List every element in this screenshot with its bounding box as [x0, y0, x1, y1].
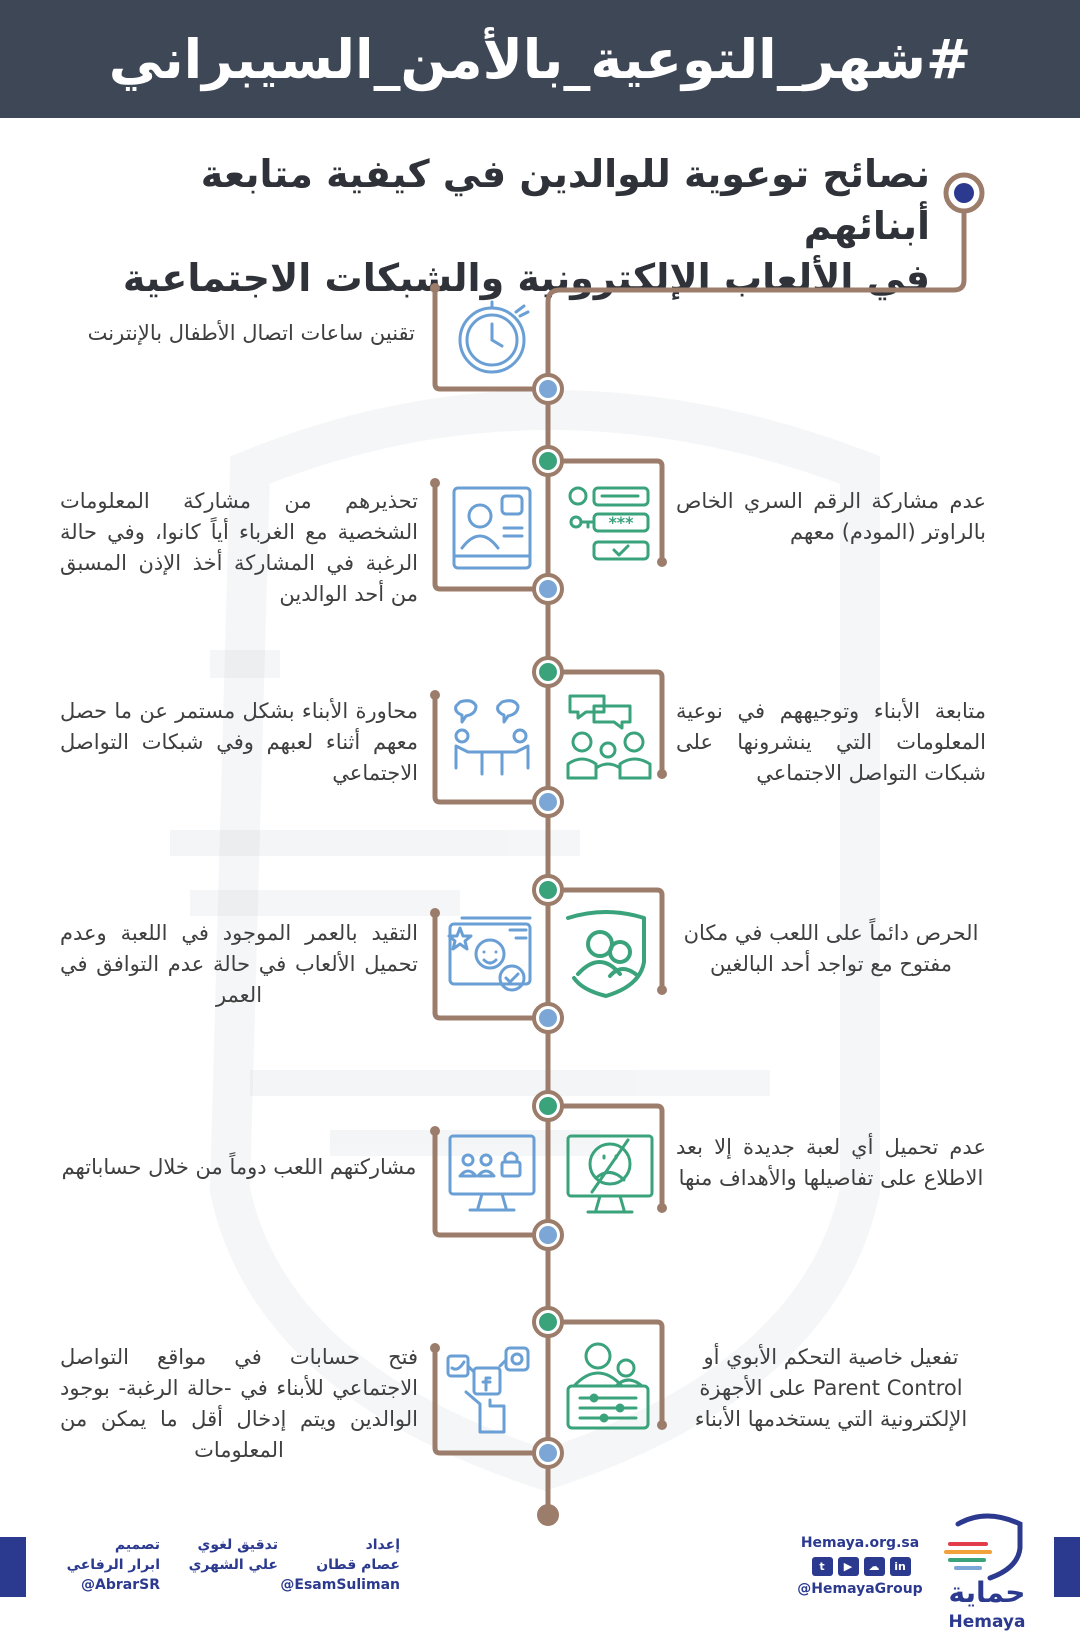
hemaya-logo-icon [944, 1513, 1023, 1581]
brand-website-link[interactable]: Hemaya.org.sa [800, 1535, 920, 1551]
tip-5-right-text: عدم تحميل أي لعبة جديدة إلا بعد الاطلاع … [676, 1135, 986, 1190]
tip-4-left-bracket [432, 910, 551, 1021]
footer-right-accent-bar [1054, 1537, 1080, 1597]
conversation-table-icon [454, 699, 530, 776]
credit-review-role: تدقيق لغوي [197, 1537, 279, 1553]
tip-2-right-bracket [545, 458, 665, 565]
social-media-phone-icon [446, 1346, 530, 1434]
tip-3-left-bracket [432, 692, 551, 805]
credit-review-name: علي الشهري [188, 1557, 278, 1573]
credit-prep: إعداد عصام قطان @EsamSuliman [280, 1535, 400, 1595]
credit-prep-handle[interactable]: @EsamSuliman [280, 1577, 400, 1593]
campaign-hashtag: #شهر_التوعية_بالأمن_السيبراني [108, 27, 972, 91]
title-line-2: في الألعاب الإلكترونية والشبكات الاجتماع… [122, 256, 930, 300]
credits: إعداد عصام قطان @EsamSuliman تدقيق لغوي … [50, 1535, 400, 1605]
credit-prep-name: عصام قطان [316, 1557, 400, 1573]
footer-left-accent-bar [0, 1537, 26, 1597]
game-age-check-icon [447, 916, 532, 992]
tip-2-left-bracket [432, 480, 551, 592]
tip-6-right-text: تفعيل خاصية التحكم الأبوي أو Parent Cont… [694, 1345, 968, 1431]
credit-design-name: ابرار الرفاعي [66, 1557, 160, 1573]
tip-4-right-text: الحرص دائماً على اللعب في مكان مفتوح مع … [683, 921, 979, 976]
tip-4-left-text: التقيد بالعمر الموجود في اللعبة وعدم تحم… [60, 921, 418, 1007]
credit-prep-role: إعداد [365, 1537, 400, 1553]
brand-social-handle[interactable]: @HemayaGroup [797, 1581, 923, 1597]
brand-name-arabic: حماية [948, 1576, 1026, 1609]
infographic-title: نصائح توعوية للوالدين في كيفية متابعة أب… [110, 148, 930, 304]
tip-1-bracket [432, 285, 551, 392]
tip-6-left-bracket [432, 1345, 551, 1456]
timeline-green-nodes [532, 445, 564, 1338]
tip-1-text: تقنين ساعات اتصال الأطفال بالإنترنت [87, 321, 415, 345]
tip-6-right-bracket [545, 1319, 665, 1428]
linkedin-icon[interactable]: in [889, 1557, 911, 1576]
tip-5-left-bracket [432, 1128, 551, 1238]
parental-control-icon [566, 1342, 650, 1430]
tip-2-left-text: تحذيرهم من مشاركة المعلومات الشخصية مع ا… [60, 489, 418, 606]
credit-review: تدقيق لغوي علي الشهري [168, 1535, 278, 1575]
soundcloud-icon[interactable]: ☁ [863, 1557, 885, 1576]
twitter-icon[interactable]: t [811, 1557, 833, 1576]
timeline-top-connector [545, 193, 967, 1515]
family-chat-icon [566, 694, 652, 780]
brand-name-english: Hemaya [948, 1612, 1026, 1632]
tip-3-right-bracket [545, 669, 665, 777]
tip-6-left-text: فتح حسابات في مواقع التواصل الاجتماعي لل… [60, 1345, 418, 1462]
profile-screen-icon [452, 486, 532, 570]
credit-design-role: تصميم [114, 1537, 160, 1553]
tip-3-left-text: محاورة الأبناء بشكل مستمر عن ما حصل معهم… [60, 699, 418, 785]
credit-design: تصميم ابرار الرفاعي @AbrarSR [50, 1535, 160, 1595]
timeline-blue-nodes [532, 373, 564, 1469]
password-form-icon: *** [568, 486, 650, 561]
monitor-blocked-icon [566, 1134, 654, 1214]
campaign-header-bar: #شهر_التوعية_بالأمن_السيبراني [0, 0, 1080, 118]
tip-3-right-text: متابعة الأبناء وتوجيههم في نوعية المعلوم… [676, 699, 986, 785]
tip-5-left-text: مشاركتهم اللعب دوماً من خلال حساباتهم [61, 1155, 417, 1179]
monitor-users-lock-icon [448, 1134, 536, 1212]
timeline-end-node [537, 1504, 559, 1526]
svg-text:***: *** [608, 513, 634, 532]
timeline-bracket-dots [430, 283, 667, 1430]
credit-design-handle[interactable]: @AbrarSR [81, 1577, 160, 1593]
tip-4-right-bracket [545, 887, 665, 993]
shield-users-icon [566, 910, 646, 998]
title-line-1: نصائح توعوية للوالدين في كيفية متابعة أب… [200, 152, 930, 248]
tip-5-right-bracket [545, 1103, 665, 1211]
tip-2-right-text: عدم مشاركة الرقم السري الخاص بالراوتر (ا… [676, 489, 986, 544]
social-links: t ▶ ☁ in [806, 1557, 916, 1577]
clock-icon [458, 300, 530, 374]
timeline-start-node [943, 172, 985, 214]
youtube-icon[interactable]: ▶ [837, 1557, 859, 1576]
